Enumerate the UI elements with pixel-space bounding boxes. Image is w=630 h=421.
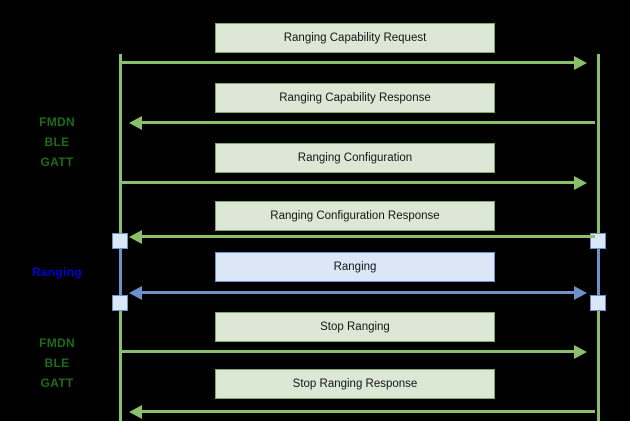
message-arrow-line bbox=[142, 235, 595, 238]
message-arrow-head-right bbox=[574, 175, 587, 190]
message-box[interactable]: Ranging Capability Response bbox=[215, 83, 495, 113]
message-arrow-line bbox=[142, 410, 595, 413]
phase-label-ranging: Ranging bbox=[31, 265, 83, 279]
message-box[interactable]: Stop Ranging bbox=[215, 312, 495, 342]
message-arrow-line bbox=[142, 121, 595, 124]
message-box[interactable]: Stop Ranging Response bbox=[215, 369, 495, 399]
message-box[interactable]: Ranging Capability Request bbox=[215, 23, 495, 53]
message-label: Stop Ranging bbox=[320, 321, 390, 333]
message-label: Ranging Capability Response bbox=[279, 92, 431, 104]
message-box[interactable]: Ranging Configuration bbox=[215, 143, 495, 173]
message-arrow-head-left bbox=[129, 115, 142, 130]
message-arrow-head-right bbox=[574, 285, 587, 300]
left-ranging-activation-bar bbox=[119, 241, 122, 303]
message-label: Ranging Configuration Response bbox=[270, 210, 440, 222]
message-label: Stop Ranging Response bbox=[292, 378, 418, 390]
message-arrow-head-left bbox=[129, 229, 142, 244]
message-arrow-head-right bbox=[574, 55, 587, 70]
message-arrow-line bbox=[142, 291, 574, 294]
message-label: Ranging Capability Request bbox=[283, 32, 427, 44]
left-ranging-start-node[interactable] bbox=[112, 233, 128, 249]
right-ranging-activation-bar bbox=[597, 241, 600, 303]
phase-label-fmdn-ble-gatt-bottom: FMDN BLE GATT bbox=[39, 336, 75, 390]
right-ranging-end-node[interactable] bbox=[590, 295, 606, 311]
message-label: Ranging Configuration bbox=[297, 152, 413, 164]
message-box[interactable]: Ranging Configuration Response bbox=[215, 201, 495, 231]
message-arrow-head-left bbox=[129, 404, 142, 419]
message-label: Ranging bbox=[333, 261, 377, 273]
message-arrow-line bbox=[121, 181, 574, 184]
message-box[interactable]: Ranging bbox=[215, 252, 495, 282]
left-ranging-end-node[interactable] bbox=[112, 295, 128, 311]
message-arrow-head-left bbox=[129, 285, 142, 300]
message-arrow-line bbox=[121, 61, 574, 64]
message-arrow-head-right bbox=[574, 344, 587, 359]
phase-label-fmdn-ble-gatt-top: FMDN BLE GATT bbox=[39, 115, 75, 169]
message-arrow-line bbox=[121, 350, 574, 353]
